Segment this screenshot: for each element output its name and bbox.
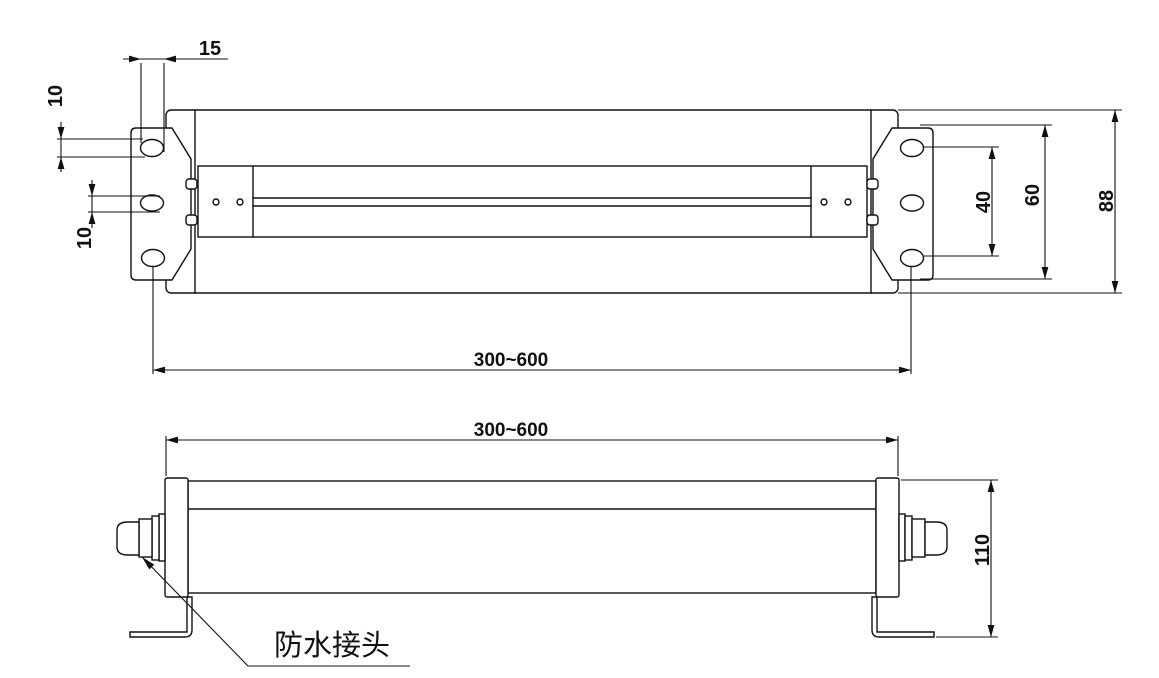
arrowhead [1111, 110, 1119, 122]
dim-10-middle-label: 10 [74, 227, 96, 249]
dim-15-label: 15 [199, 38, 221, 60]
dim-hole-spacing-40: 40 [924, 146, 999, 257]
arrowhead [988, 147, 996, 159]
leader-arrowhead [142, 557, 155, 570]
waterproof-connector-right [898, 513, 948, 562]
connector-body [138, 518, 153, 558]
arrowhead [899, 366, 911, 374]
arrowhead [1111, 281, 1119, 293]
left-clip-tab-bottom [185, 214, 198, 226]
waterproof-connector-left [116, 513, 166, 562]
dim-bracket-height-60: 60 [920, 124, 1052, 280]
right-clip-tab-bottom [866, 214, 879, 226]
dim-length-bottom-300-600: 300~600 [165, 420, 899, 476]
left-end-plate [164, 477, 189, 598]
arrowhead [987, 480, 995, 492]
mounting-slot [139, 138, 165, 158]
dim-110-label: 110 [972, 534, 994, 566]
arrowhead [57, 157, 65, 169]
dim-length-top-label: 300~600 [474, 350, 549, 371]
top-view [130, 109, 934, 294]
dim-10-top-label: 10 [45, 85, 67, 107]
callout-waterproof-connector: 防水接头 [141, 556, 410, 667]
arrowhead [129, 55, 141, 63]
dim-slot-height-top-10: 10 [45, 85, 145, 172]
arrowhead [57, 127, 65, 139]
fixture-body-outline [165, 109, 899, 294]
dim-length-top-300-600: 300~600 [152, 266, 912, 374]
arrowhead [1041, 125, 1049, 137]
dim-side-height-110: 110 [901, 479, 998, 638]
mounting-slot [899, 138, 925, 158]
left-clip-tab-top [185, 178, 198, 190]
connector-cap [116, 521, 140, 556]
right-clip-tab-top [866, 178, 879, 190]
arrowhead [153, 366, 165, 374]
center-channel [197, 165, 868, 238]
connector-cap [924, 521, 948, 556]
mounting-slot [899, 194, 925, 212]
arrowhead [988, 244, 996, 256]
arrowhead [88, 184, 96, 196]
side-view [116, 477, 948, 638]
dim-slot-length-15: 15 [123, 38, 228, 152]
dim-40-label: 40 [973, 191, 995, 213]
screw-hole [212, 198, 220, 206]
connector-flange [898, 513, 906, 562]
right-end-plate [875, 477, 900, 598]
dim-length-bottom-label: 300~600 [474, 420, 549, 441]
arrowhead [886, 436, 898, 444]
connector-flange [158, 513, 166, 562]
connector-collar [151, 515, 160, 561]
left-mounting-foot [129, 596, 193, 638]
connector-body [911, 518, 926, 558]
dim-60-label: 60 [1022, 184, 1044, 206]
arrowhead [987, 625, 995, 637]
dim-slot-height-middle-10: 10 [74, 180, 160, 249]
mounting-slot [139, 194, 165, 212]
screw-hole [236, 198, 244, 206]
arrowhead [166, 436, 178, 444]
screw-hole [820, 198, 828, 206]
arrowhead [1041, 267, 1049, 279]
screw-hole [844, 198, 852, 206]
dim-overall-height-88: 88 [898, 109, 1122, 294]
connector-collar [904, 515, 913, 561]
dim-88-label: 88 [1096, 190, 1118, 212]
arrowhead [164, 55, 176, 63]
mounting-slot [140, 248, 166, 268]
housing-body [187, 480, 877, 594]
mounting-slot [899, 248, 925, 268]
arrowhead [88, 212, 96, 224]
right-mounting-foot [871, 596, 935, 638]
callout-label: 防水接头 [274, 629, 390, 662]
